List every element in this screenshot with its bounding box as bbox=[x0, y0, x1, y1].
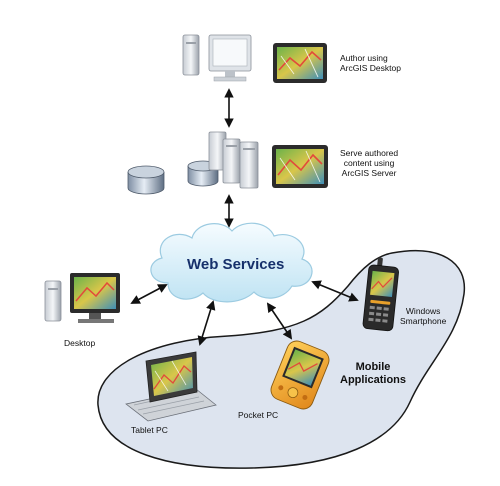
arrow-webservices-pocketpc bbox=[266, 302, 293, 340]
mobile-applications-label-line2: Applications bbox=[340, 374, 407, 386]
server-label-line3: ArcGIS Server bbox=[341, 168, 397, 178]
desktop-label: Desktop bbox=[64, 338, 96, 348]
server-label-line1: Serve authored bbox=[340, 148, 399, 158]
web-services-cloud-icon bbox=[150, 222, 313, 303]
author-label: Author using ArcGIS Desktop bbox=[340, 53, 401, 73]
smartphone-icon bbox=[362, 257, 399, 332]
author-label-line1: Author using bbox=[340, 53, 388, 63]
author-map-monitor-icon bbox=[273, 43, 327, 83]
arrow-webservices-desktop bbox=[130, 284, 168, 304]
tablet-pc-label: Tablet PC bbox=[131, 425, 168, 435]
web-services-label: Web Services bbox=[187, 256, 285, 273]
connector-arrows bbox=[130, 88, 359, 346]
windows-smartphone-label-line1: Windows bbox=[405, 306, 441, 316]
server-rack-icon bbox=[208, 131, 259, 189]
database-icon bbox=[127, 160, 219, 195]
windows-smartphone-label: Windows Smartphone bbox=[400, 306, 446, 326]
author-workstation-icon bbox=[182, 34, 252, 82]
desktop-workstation-icon bbox=[44, 273, 120, 323]
mobile-applications-label-line1: Mobile bbox=[355, 361, 391, 373]
arrow-webservices-smartphone bbox=[311, 280, 359, 302]
windows-smartphone-label-line2: Smartphone bbox=[400, 316, 447, 326]
tablet-pc-icon bbox=[125, 351, 217, 422]
pocket-pc-label: Pocket PC bbox=[238, 410, 279, 420]
mobile-applications-label: Mobile Applications bbox=[340, 361, 406, 387]
author-label-line2: ArcGIS Desktop bbox=[340, 63, 401, 73]
server-label: Serve authored content using ArcGIS Serv… bbox=[340, 148, 398, 178]
server-label-line2: content using bbox=[343, 158, 395, 168]
server-map-monitor-icon bbox=[272, 145, 328, 188]
arrow-webservices-tablet bbox=[197, 300, 216, 346]
pocket-pc-icon bbox=[270, 340, 330, 410]
